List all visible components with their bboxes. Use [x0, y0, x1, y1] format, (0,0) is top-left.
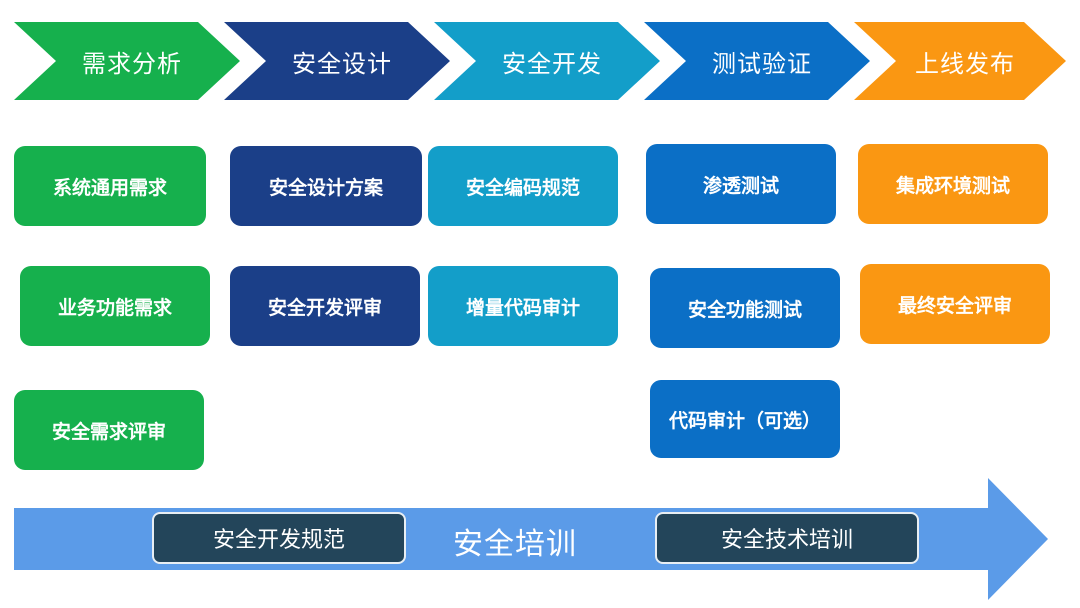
task-box-penetration-test: 渗透测试 [646, 144, 836, 224]
task-box-security-function-test: 安全功能测试 [650, 268, 840, 348]
task-box-dev-review: 安全开发评审 [230, 266, 420, 346]
phase-chevron-design: 安全设计 [224, 22, 450, 100]
task-box-design-plan: 安全设计方案 [230, 146, 422, 226]
training-arrow [14, 478, 1048, 600]
task-box-code-audit-optional: 代码审计（可选） [650, 380, 840, 458]
task-box-integration-test: 集成环境测试 [858, 144, 1048, 224]
training-item-tech-training: 安全技术培训 [655, 512, 919, 564]
task-box-coding-standard: 安全编码规范 [428, 146, 618, 226]
phase-title: 测试验证 [712, 49, 812, 78]
phase-chevron-development: 安全开发 [434, 22, 660, 100]
phase-chevron-requirements: 需求分析 [14, 22, 240, 100]
task-box-incremental-audit: 增量代码审计 [428, 266, 618, 346]
task-box-requirements-review: 安全需求评审 [14, 390, 204, 470]
training-arrow-shape [14, 478, 1048, 600]
phase-title: 上线发布 [915, 49, 1015, 78]
phase-title: 安全设计 [292, 49, 392, 78]
training-label: 安全培训 [453, 527, 577, 562]
phase-chevron-testing: 测试验证 [644, 22, 870, 100]
phase-title: 安全开发 [502, 49, 602, 78]
task-box-final-review: 最终安全评审 [860, 264, 1050, 344]
task-box-general-requirements: 系统通用需求 [14, 146, 206, 226]
training-item-dev-standard: 安全开发规范 [152, 512, 406, 564]
phase-title: 需求分析 [82, 49, 182, 78]
phase-chevron-release: 上线发布 [854, 22, 1066, 100]
task-box-business-requirements: 业务功能需求 [20, 266, 210, 346]
